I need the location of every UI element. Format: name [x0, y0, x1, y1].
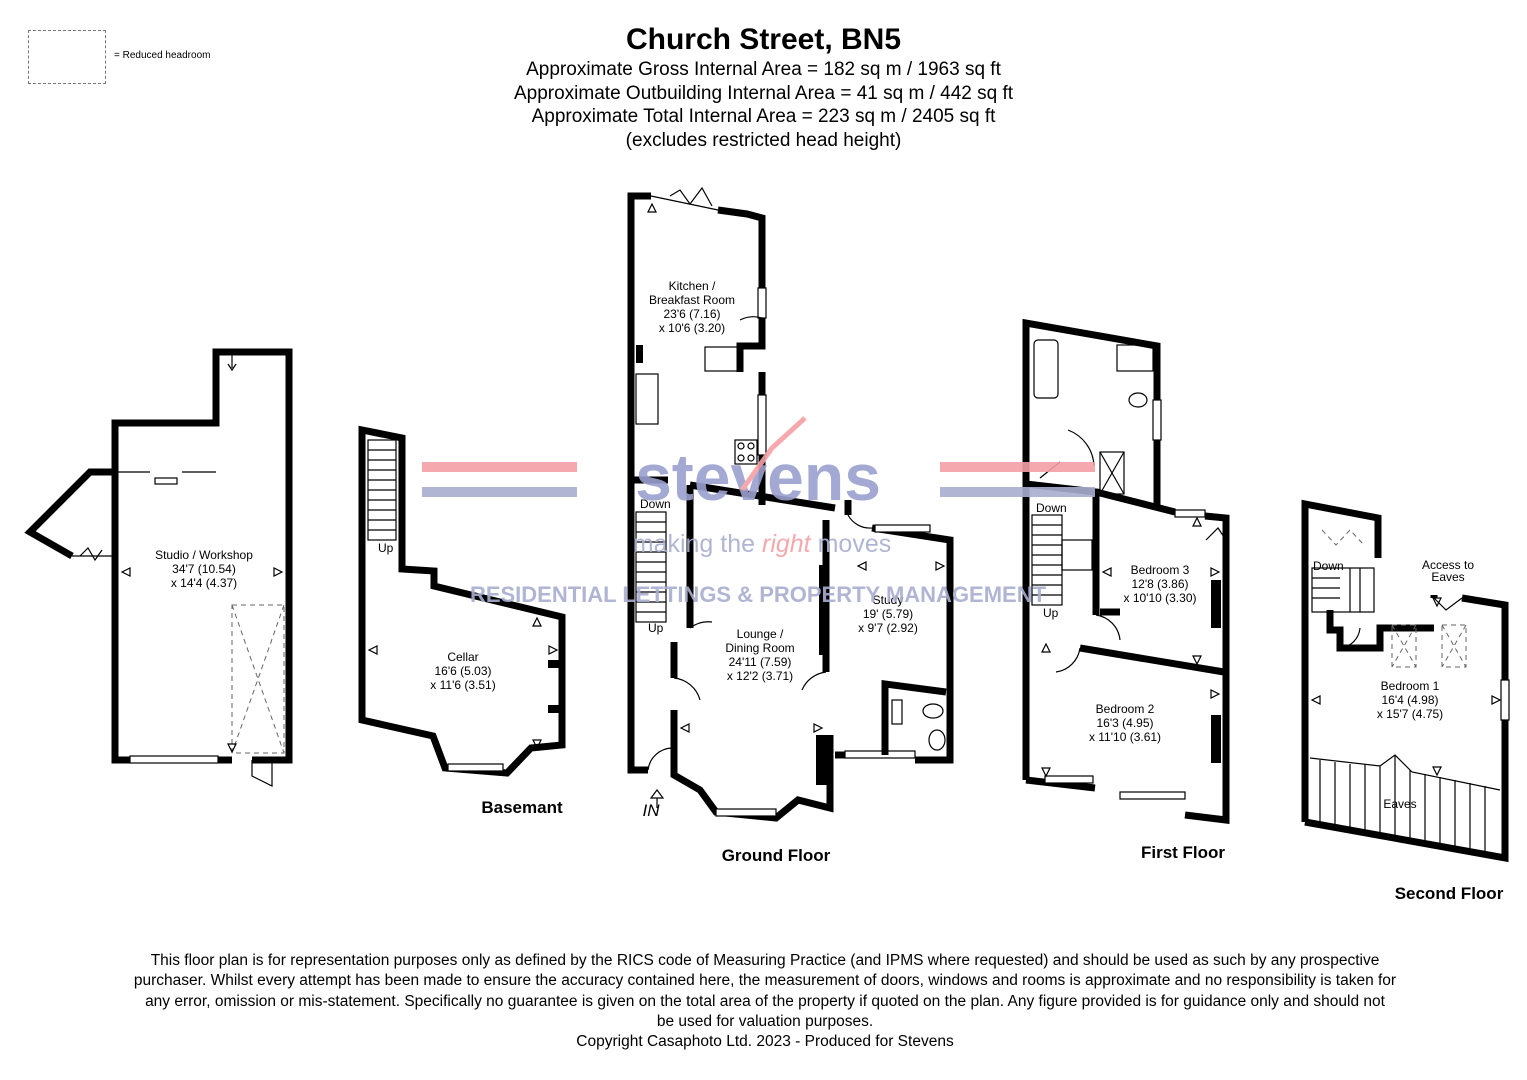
disclaimer-line: This floor plan is for representation pu… — [150, 952, 1380, 969]
lounge-name2: Dining Room — [725, 641, 794, 655]
basement-plan: Up Cellar 16'6 (5.03) x 11'6 (3.51) Base… — [358, 425, 566, 817]
watermark-tagline-post: moves — [811, 530, 892, 558]
first-floor-label: First Floor — [1141, 843, 1225, 862]
legend-text: = Reduced headroom — [114, 49, 211, 61]
study-dim1: 19' (5.79) — [863, 607, 913, 621]
disclaimer: This floor plan is for representation pu… — [90, 951, 1440, 1052]
access-eaves-line2: Eaves — [1431, 570, 1464, 584]
studio-plan: Studio / Workshop 34'7 (10.54) x 14'4 (4… — [24, 348, 293, 787]
eaves-label: Eaves — [1383, 797, 1416, 811]
first-stairs-down: Down — [1036, 501, 1067, 515]
second-floor-label: Second Floor — [1395, 884, 1504, 903]
bedroom2-dim2: x 11'10 (3.61) — [1089, 730, 1161, 744]
ground-stairs-up: Up — [648, 621, 664, 635]
eaves-hatching — [1309, 754, 1501, 855]
reduced-headroom-swatch — [28, 30, 106, 84]
first-floor-plan: Down Up Bedroom 3 12'8 (3.86) x 10'10 (3… — [1022, 318, 1230, 862]
cellar-name: Cellar — [447, 650, 478, 664]
kitchen-dim1: 23'6 (7.16) — [664, 307, 721, 321]
disclaimer-line: be used for valuation purposes. — [656, 1012, 874, 1030]
bedroom1-name: Bedroom 1 — [1381, 679, 1440, 693]
bedroom1-dim2: x 15'7 (4.75) — [1377, 707, 1443, 721]
kitchen-name1: Kitchen / — [669, 279, 716, 293]
disclaimer-line: purchaser. Whilst every attempt has been… — [133, 972, 1397, 990]
ground-stairs-down: Down — [640, 497, 671, 511]
stevens-watermark: stevens making the right moves RESIDENTI… — [422, 416, 1095, 607]
legend: = Reduced headroom — [28, 30, 210, 84]
cellar-dim1: 16'6 (5.03) — [435, 664, 492, 678]
entrance-label: IN — [643, 801, 661, 820]
lounge-dim2: x 12'2 (3.71) — [727, 669, 793, 683]
studio-dim1: 34'7 (10.54) — [172, 562, 236, 576]
bedroom3-dim1: 12'8 (3.86) — [1132, 577, 1189, 591]
area-outbuilding: Approximate Outbuilding Internal Area = … — [513, 82, 1014, 104]
study-dim2: x 9'7 (2.92) — [858, 621, 918, 635]
area-note: (excludes restricted head height) — [625, 129, 902, 151]
kitchen-name2: Breakfast Room — [649, 293, 735, 307]
bedroom3-dim2: x 10'10 (3.30) — [1123, 591, 1196, 605]
watermark-brand: stevens — [635, 440, 881, 514]
bedroom2-name: Bedroom 2 — [1096, 702, 1155, 716]
basement-stairs — [368, 449, 396, 531]
watermark-tagline-em: right — [762, 530, 812, 558]
ground-floor-plan: Down Up IN Kitchen / — [627, 186, 954, 865]
area-gross: Approximate Gross Internal Area = 182 sq… — [526, 59, 1001, 80]
bedroom1-dim1: 16'4 (4.98) — [1382, 693, 1439, 707]
access-eaves-line1: Access to — [1422, 558, 1474, 572]
bedroom3-name: Bedroom 3 — [1131, 563, 1190, 577]
lounge-dim1: 24'11 (7.59) — [729, 655, 792, 669]
lounge-name1: Lounge / — [737, 627, 784, 641]
bedroom2-dim1: 16'3 (4.95) — [1097, 716, 1154, 730]
kitchen-dim2: x 10'6 (3.20) — [659, 321, 725, 335]
basement-stairs-up: Up — [378, 541, 394, 555]
header: Church Street, BN5 Approximate Gross Int… — [0, 22, 1527, 152]
second-stairs-down: Down — [1313, 559, 1344, 573]
plan-title: Church Street, BN5 — [625, 23, 902, 56]
studio-dim2: x 14'4 (4.37) — [171, 576, 237, 590]
studio-name: Studio / Workshop — [155, 548, 253, 562]
disclaimer-line: any error, omission or mis-statement. Sp… — [145, 992, 1385, 1010]
area-total: Approximate Total Internal Area = 223 sq… — [531, 106, 996, 127]
watermark-sub: RESIDENTIAL LETTINGS & PROPERTY MANAGEME… — [470, 582, 1047, 607]
first-stairs-up: Up — [1043, 606, 1059, 620]
second-floor-plan: Down Access to Eaves Bedroom 1 16'4 (4.9… — [1301, 499, 1510, 903]
cellar-dim2: x 11'6 (3.51) — [430, 678, 495, 692]
watermark-tagline-pre: making the — [633, 530, 762, 558]
watermark-tagline: making the right moves — [633, 530, 891, 558]
copyright: Copyright Casaphoto Ltd. 2023 - Produced… — [576, 1033, 954, 1051]
ground-floor-label: Ground Floor — [722, 846, 831, 865]
basement-label: Basemant — [481, 798, 563, 817]
study-name: Study — [873, 593, 904, 607]
